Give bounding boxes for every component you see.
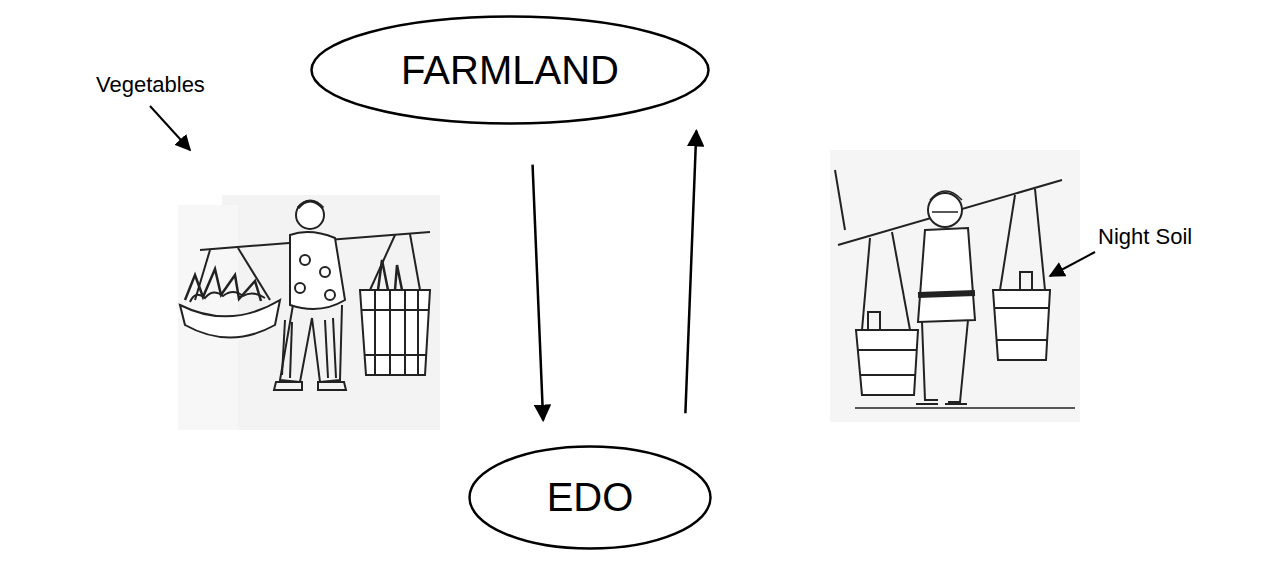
callout-label: Night Soil bbox=[1098, 224, 1192, 250]
vegetable-seller bbox=[178, 195, 440, 430]
callout-label: Vegetables bbox=[96, 72, 205, 98]
leader-line bbox=[150, 106, 190, 150]
ellipse-node: EDO bbox=[468, 445, 712, 550]
node-title: EDO bbox=[547, 475, 634, 520]
flow-arrow bbox=[685, 131, 696, 414]
leader-line bbox=[1050, 252, 1095, 276]
node-title: FARMLAND bbox=[401, 48, 619, 93]
flow-arrow bbox=[533, 165, 544, 421]
night-soil-carrier bbox=[830, 150, 1080, 422]
ellipse-node: FARMLAND bbox=[310, 15, 710, 125]
